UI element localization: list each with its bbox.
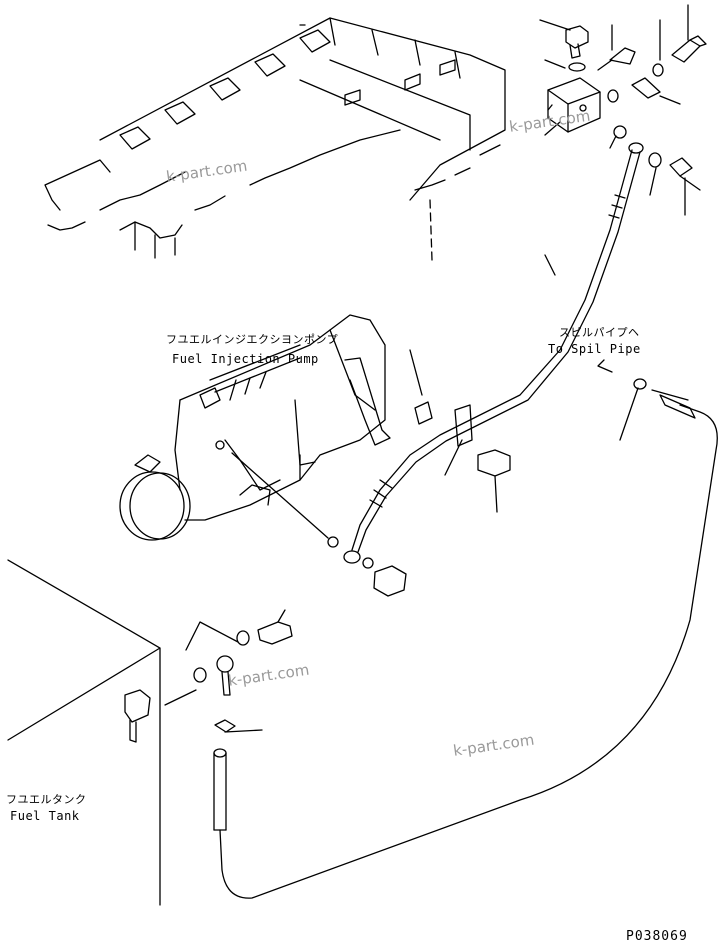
fuel-tank-label-jp: フユエルタンク: [6, 793, 87, 806]
fuel-injection-pump-label-en: Fuel Injection Pump: [172, 352, 319, 366]
fuel-injection-pump: [119, 314, 391, 541]
middle-bolts: [327, 449, 511, 597]
fuel-tank: [7, 559, 161, 906]
pump-leader-line: [231, 452, 329, 539]
to-spil-pipe-label-jp: スピルパイプヘ: [559, 326, 640, 339]
fuel-injection-pump-label-jp: フユエルインジエクシヨンポンプ: [166, 333, 339, 346]
to-spil-pipe-label-en: To Spil Pipe: [548, 342, 641, 356]
tank-return-fittings: [164, 609, 293, 831]
banjo-block-assembly: [539, 4, 707, 216]
pipe-clamp: [409, 349, 473, 476]
return-pipe: [343, 142, 644, 564]
drawing-code: P038069: [626, 929, 688, 944]
engine-block: [44, 17, 506, 261]
spill-return-hose: [219, 359, 718, 899]
fuel-tank-label-en: Fuel Tank: [10, 809, 80, 823]
